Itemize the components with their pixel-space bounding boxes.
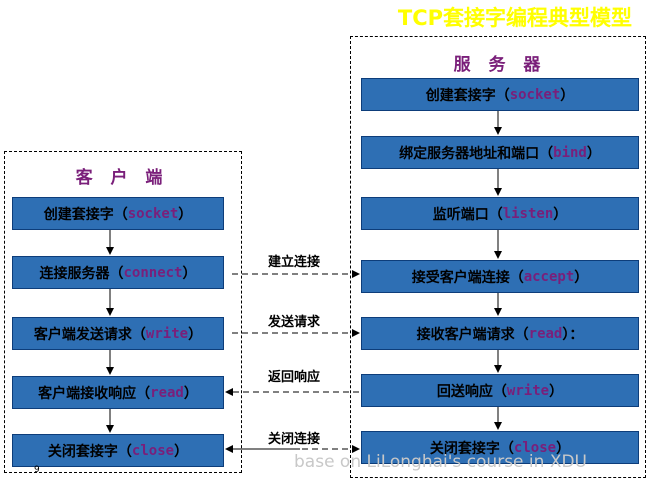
server-step-socket-keyword: socket — [509, 86, 561, 103]
client-step-connect-keyword: connect — [123, 264, 183, 281]
diagram-title: TCP套接字编程典型模型 — [397, 6, 633, 30]
close-label: 关闭连接 — [268, 432, 321, 447]
server-step-listen: 监听端口（listen） — [361, 197, 639, 230]
server-panel — [350, 36, 646, 478]
server-step-socket: 创建套接字（socket） — [361, 78, 639, 111]
client-step-connect: 连接服务器（connect） — [12, 256, 224, 289]
server-step-read: 接收客户端请求（read）： — [361, 317, 639, 350]
connect-label: 建立连接 — [268, 255, 321, 270]
server-panel-title: 服 务 器 — [453, 55, 547, 75]
server-step-bind: 绑定服务器地址和端口（bind） — [361, 136, 639, 169]
server-step-write: 回送响应（write） — [361, 374, 639, 407]
client-step-socket: 创建套接字（socket） — [12, 197, 224, 230]
client-panel-title: 客 户 端 — [75, 168, 169, 188]
client-step-write: 客户端发送请求（write） — [12, 317, 224, 350]
server-step-accept-keyword: accept — [523, 268, 575, 285]
page-number: 9 — [34, 465, 40, 475]
client-step-close: 关闭套接字（close） — [12, 434, 224, 467]
client-step-read: 客户端接收响应（read） — [12, 376, 224, 409]
server-step-write-keyword: write — [506, 382, 550, 399]
server-step-listen-keyword: listen — [502, 205, 554, 222]
server-step-accept: 接受客户端连接（accept） — [361, 260, 639, 293]
request-label: 发送请求 — [268, 315, 321, 330]
server-step-close: 关闭套接字（close） — [361, 431, 639, 464]
server-step-bind-keyword: bind — [553, 144, 587, 161]
server-step-close-keyword: close — [513, 439, 557, 456]
client-step-write-keyword: write — [145, 325, 189, 342]
watermark: base on LiLonghai's course in XDU — [294, 452, 588, 472]
client-step-read-keyword: read — [150, 384, 184, 401]
response-label: 返回响应 — [268, 370, 321, 385]
client-panel — [4, 151, 242, 473]
client-step-socket-keyword: socket — [127, 205, 179, 222]
server-step-read-keyword: read — [528, 325, 563, 342]
client-step-close-keyword: close — [131, 442, 175, 459]
